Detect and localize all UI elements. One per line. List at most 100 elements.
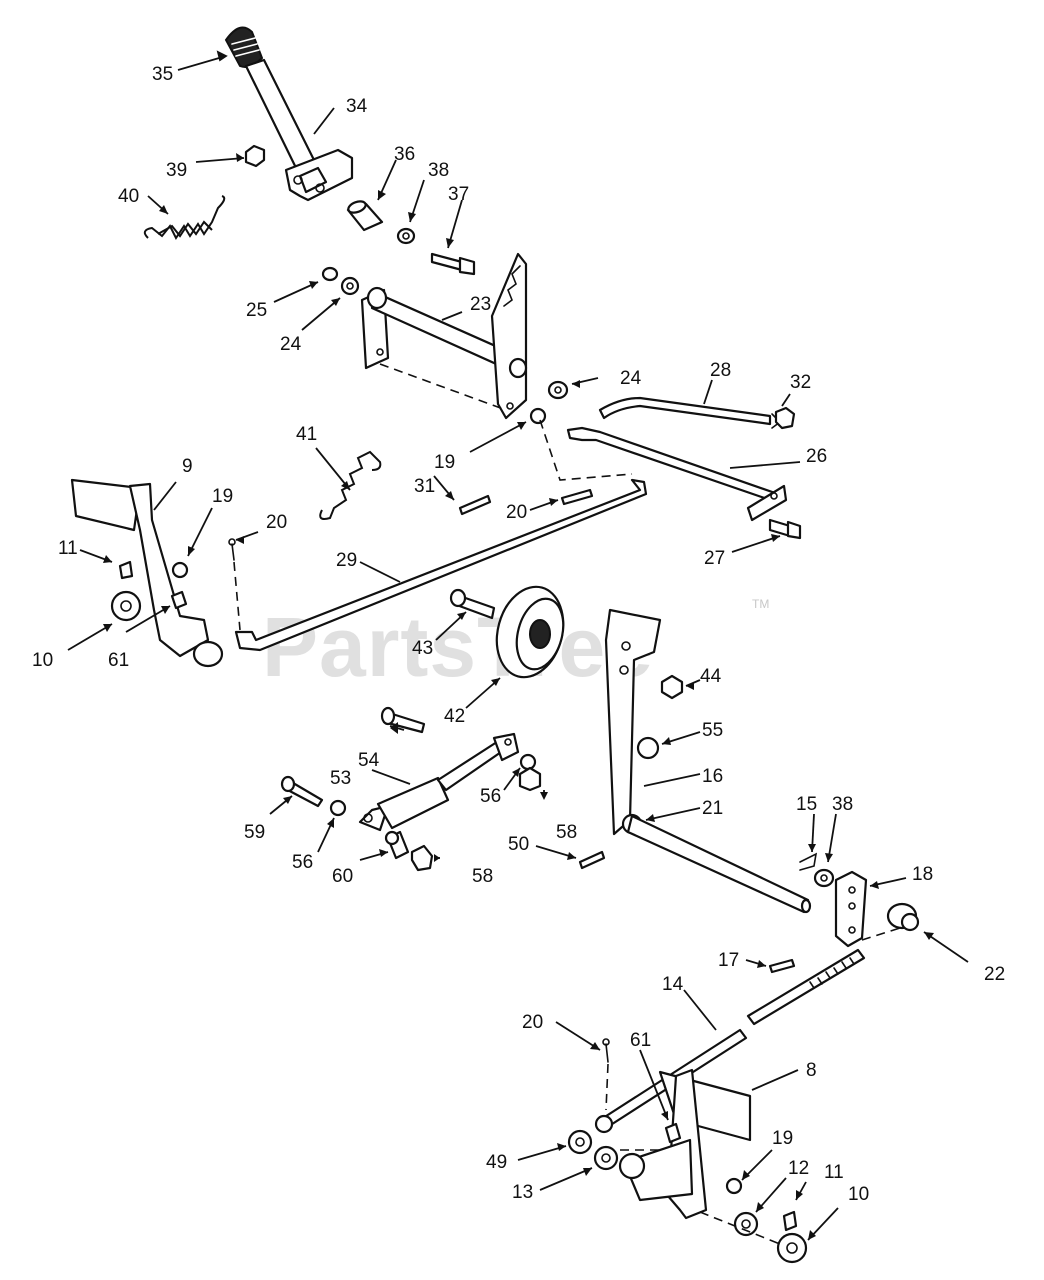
label-53: 53 [330, 768, 351, 789]
part-37-bolt [430, 252, 476, 276]
part-28-rod [598, 396, 782, 429]
part-10-hub-right [776, 1232, 808, 1264]
label-20-bottom: 20 [522, 1012, 543, 1033]
part-58-nut-top [518, 766, 542, 792]
part-11-setscrew-right [782, 1210, 798, 1232]
label-55: 55 [702, 720, 723, 741]
label-26: 26 [806, 446, 827, 467]
label-49: 49 [486, 1152, 507, 1173]
label-20-left: 20 [266, 512, 287, 533]
part-17-pin [768, 958, 796, 974]
part-16-idler-arm [604, 608, 662, 836]
label-40: 40 [118, 186, 139, 207]
label-31: 31 [414, 476, 435, 497]
part-36-spacer [346, 200, 384, 232]
label-10-right: 10 [848, 1184, 869, 1205]
label-21: 21 [702, 798, 723, 819]
part-18-bracket [834, 870, 868, 948]
leader-lines [67, 50, 969, 1241]
part-19-washer-bottom [725, 1177, 743, 1195]
label-43: 43 [412, 638, 433, 659]
part-24-bushing-left [340, 276, 360, 296]
part-50-pin [578, 850, 606, 870]
watermark-trademark: TM [752, 597, 769, 611]
part-14-threaded-rod [746, 948, 866, 1026]
part-58-nut-bottom [410, 844, 434, 872]
label-38-right: 38 [832, 794, 853, 815]
label-58-top: 58 [556, 822, 577, 843]
label-39: 39 [166, 160, 187, 181]
label-38-top: 38 [428, 160, 449, 181]
label-59: 59 [244, 822, 265, 843]
label-42: 42 [444, 706, 465, 727]
part-43-bolt [449, 588, 496, 620]
part-29-rod [234, 478, 648, 652]
label-60: 60 [332, 866, 353, 887]
part-10-hub-left [110, 590, 142, 622]
label-11-right: 11 [824, 1162, 844, 1183]
label-28: 28 [710, 360, 731, 381]
label-19-left: 19 [212, 486, 233, 507]
part-61-grease-fitting-right [664, 1122, 682, 1144]
part-23-cross-shaft [360, 252, 528, 420]
label-58-bottom: 58 [472, 866, 493, 887]
part-49-bushing [567, 1129, 593, 1155]
part-35-pedal-pad [224, 26, 264, 68]
part-15-clip [799, 852, 818, 871]
part-41-spring [319, 450, 382, 520]
part-20-cotter-bottom [602, 1038, 610, 1063]
part-25-washer [321, 266, 339, 282]
label-61-left: 61 [108, 650, 129, 671]
label-61-right: 61 [630, 1030, 651, 1051]
label-11-left: 11 [58, 538, 78, 559]
label-17: 17 [718, 950, 739, 971]
part-59-bolt [280, 775, 324, 808]
part-54-bolt [380, 706, 426, 734]
part-60-spacer [384, 830, 410, 860]
part-42-pulley [495, 585, 565, 679]
part-56-washer-right [519, 753, 537, 771]
label-34: 34 [346, 96, 368, 117]
label-50: 50 [508, 834, 529, 855]
label-19-bottom: 19 [772, 1128, 793, 1149]
part-22-knob [886, 902, 920, 932]
label-15: 15 [796, 794, 817, 815]
part-9-clutch-pedal [70, 478, 224, 668]
part-32-nut [774, 406, 796, 430]
part-19-washer-left [171, 561, 189, 579]
part-31-pin [458, 494, 492, 516]
label-37: 37 [448, 184, 469, 205]
label-19-top: 19 [434, 452, 455, 473]
label-25: 25 [246, 300, 267, 321]
label-56-right: 56 [480, 786, 501, 807]
part-61-grease-fitting-left [170, 590, 188, 610]
part-44-nut [660, 674, 684, 700]
label-10-left: 10 [32, 650, 53, 671]
label-32: 32 [790, 372, 811, 393]
label-54: 54 [358, 750, 380, 771]
part-20-cotter-mid [560, 488, 594, 506]
part-26-rod [566, 426, 788, 522]
label-44: 44 [700, 666, 722, 687]
part-8-brake-pedal [594, 1028, 752, 1220]
part-38-washer-right [813, 868, 835, 888]
label-56-left: 56 [292, 852, 313, 873]
part-13-washer [593, 1145, 619, 1171]
label-22: 22 [984, 964, 1005, 985]
label-9: 9 [182, 456, 193, 477]
label-36: 36 [394, 144, 415, 165]
part-53-damper [358, 732, 520, 832]
part-12-bushing [733, 1211, 759, 1237]
part-27-bolt [768, 518, 802, 540]
label-41: 41 [296, 424, 317, 445]
label-8: 8 [806, 1060, 817, 1081]
label-35: 35 [152, 64, 173, 85]
label-14: 14 [662, 974, 684, 995]
part-39-nut [244, 144, 266, 168]
part-19-washer-top [529, 407, 547, 425]
label-12: 12 [788, 1158, 809, 1179]
part-56-washer-left [329, 799, 347, 817]
label-24-right: 24 [620, 368, 642, 389]
label-16: 16 [702, 766, 723, 787]
